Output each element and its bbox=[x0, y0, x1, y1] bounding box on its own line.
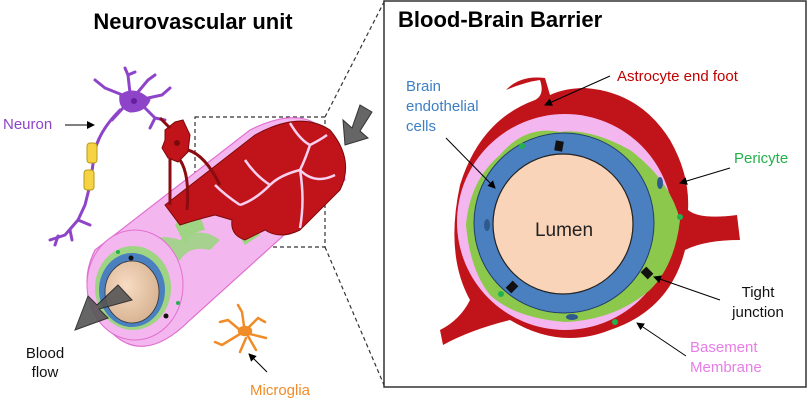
microglia-label: Microglia bbox=[250, 382, 311, 399]
basement-label-line2: Membrane bbox=[690, 359, 762, 376]
astrocyte-pointer-arrow bbox=[544, 75, 611, 106]
endothelial-label-line3: cells bbox=[406, 118, 436, 135]
tight-junction-pointer-arrow bbox=[653, 275, 721, 301]
microglia-pointer-arrow bbox=[248, 353, 268, 373]
neuron-label: Neuron bbox=[3, 116, 52, 133]
basement-label-line1: Basement bbox=[690, 339, 758, 356]
basement-pointer-arrow bbox=[636, 322, 687, 357]
blood-flow-arrow-icon bbox=[74, 284, 133, 331]
direction-arrow-icon bbox=[342, 104, 373, 146]
lumen-label: Lumen bbox=[535, 220, 593, 241]
tight-junction-label-line1: Tight bbox=[742, 284, 776, 301]
myelin-sheath-icon bbox=[86, 142, 98, 164]
zoom-indicator-lines bbox=[324, 1, 385, 386]
microglia-icon bbox=[213, 303, 268, 354]
blood-flow-label-line2: flow bbox=[32, 364, 59, 381]
left-panel-title: Neurovascular unit bbox=[93, 9, 293, 34]
endothelial-pointer-arrow bbox=[445, 137, 496, 189]
tight-junction-label-line2: junction bbox=[731, 304, 784, 321]
myelin-sheath-icon bbox=[83, 169, 95, 191]
bbb-cross-section bbox=[440, 77, 740, 345]
blood-vessel bbox=[86, 117, 347, 347]
astrocyte-icon bbox=[158, 116, 222, 211]
pericyte-pointer-arrow bbox=[679, 167, 731, 185]
right-panel-title: Blood-Brain Barrier bbox=[398, 7, 603, 32]
blood-flow-label-line1: Blood bbox=[26, 345, 64, 362]
endothelial-label-line2: endothelial bbox=[406, 98, 479, 115]
endothelial-label-line1: Brain bbox=[406, 78, 441, 95]
pericyte-label: Pericyte bbox=[734, 150, 788, 167]
astrocyte-label: Astrocyte end foot bbox=[617, 68, 739, 85]
